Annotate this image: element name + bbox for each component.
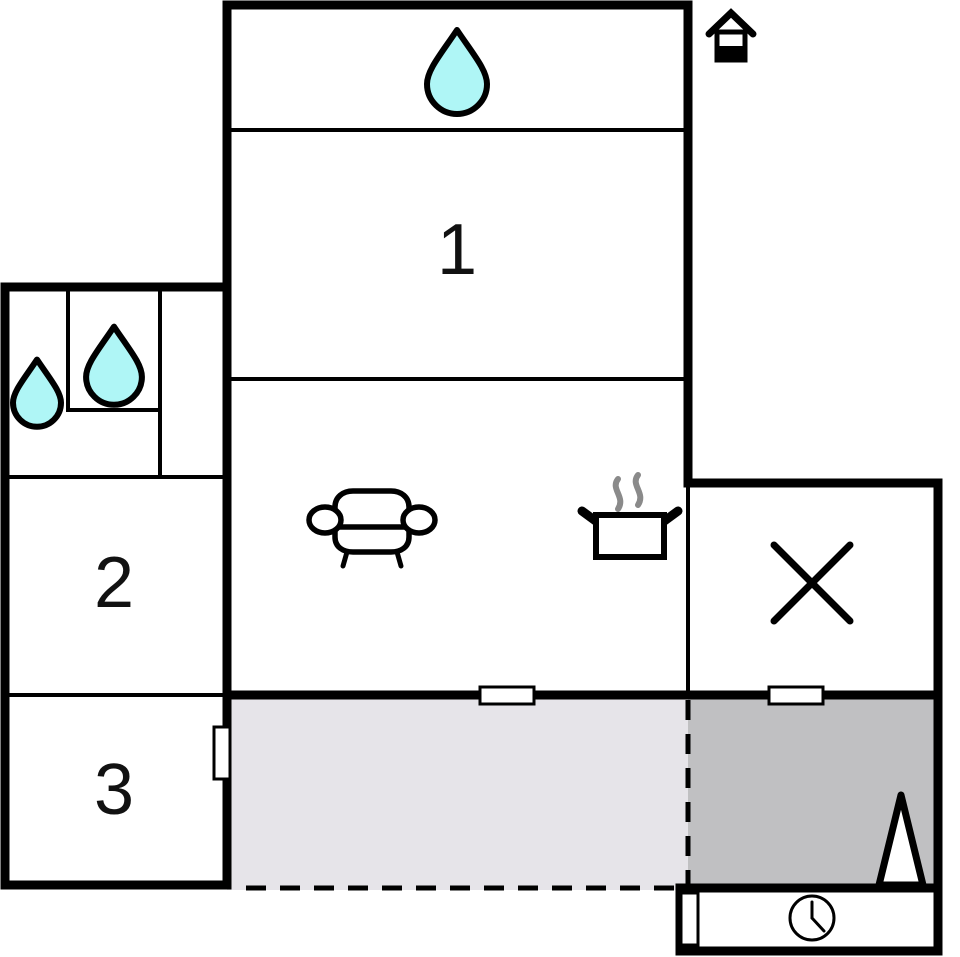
clock-icon: [788, 894, 836, 942]
room-number-2: 2: [94, 543, 134, 623]
sofa-icon: [306, 488, 438, 569]
terrace-dashed-edges: [246, 700, 691, 891]
water-drop-icon: [424, 27, 490, 117]
room-number-1: 1: [437, 210, 477, 290]
water-drop-icon: [9, 356, 65, 430]
door-terrace-north[interactable]: [478, 685, 536, 706]
room-number-3: 3: [94, 750, 134, 830]
interior-walls: [3, 128, 690, 699]
doors: [212, 685, 825, 947]
door-terrace-west[interactable]: [212, 725, 232, 781]
water-drop-icon: [83, 323, 145, 408]
room-number-labels: 1 2 3: [94, 210, 477, 830]
house-icon: [705, 8, 757, 63]
terrace-light-area: [227, 698, 688, 890]
door-garden-north[interactable]: [767, 685, 825, 706]
terrace-areas: [227, 698, 938, 890]
cooking-pot-icon: [577, 472, 683, 560]
tree-icon: [875, 791, 927, 889]
x-mark-icon: [770, 541, 854, 625]
door-utility-west[interactable]: [679, 891, 700, 947]
